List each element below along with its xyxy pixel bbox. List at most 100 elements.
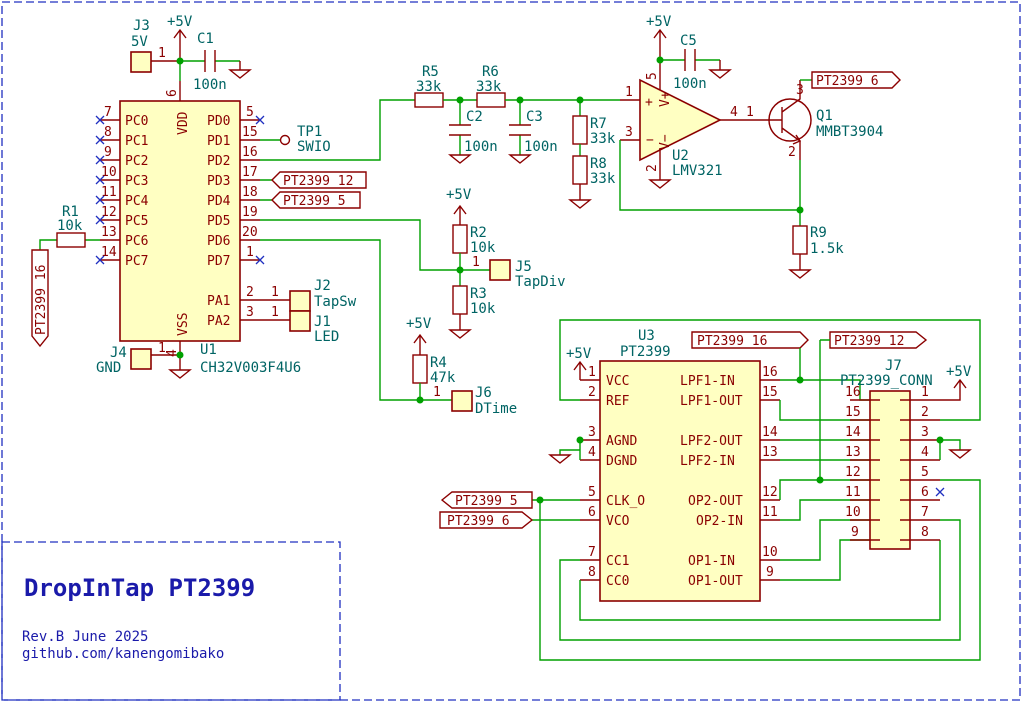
svg-text:REF: REF bbox=[606, 394, 630, 409]
svg-text:VCC: VCC bbox=[606, 374, 629, 389]
svg-text:J3: J3 bbox=[133, 18, 150, 34]
svg-text:+5V: +5V bbox=[446, 187, 472, 203]
u1-num-17: 17 bbox=[242, 165, 258, 180]
u1-pin-pc3: PC3 bbox=[125, 174, 148, 189]
label-pt2399-5-u3: PT2399_5 bbox=[440, 491, 533, 509]
svg-text:12: 12 bbox=[762, 485, 778, 500]
svg-text:1: 1 bbox=[746, 105, 754, 120]
u1-pin-vss: VSS bbox=[176, 313, 191, 336]
svg-text:100n: 100n bbox=[464, 139, 498, 155]
r4-resistor: R4 47k bbox=[412, 354, 456, 386]
r9-resistor: R9 1.5k bbox=[788, 225, 844, 279]
svg-text:GND: GND bbox=[96, 360, 121, 376]
svg-text:10k: 10k bbox=[470, 301, 496, 317]
svg-text:47k: 47k bbox=[430, 370, 456, 386]
svg-text:14: 14 bbox=[845, 425, 861, 440]
svg-text:R6: R6 bbox=[482, 64, 499, 80]
svg-text:1: 1 bbox=[625, 85, 633, 100]
u1-pin-pc6: PC6 bbox=[125, 234, 148, 249]
u1-num-7: 7 bbox=[104, 105, 112, 120]
gnd-j7 bbox=[948, 449, 972, 459]
u1-pin-pd5: PD5 bbox=[207, 214, 230, 229]
svg-text:R1: R1 bbox=[62, 204, 79, 220]
svg-text:10: 10 bbox=[845, 505, 861, 520]
svg-text:CC0: CC0 bbox=[606, 574, 629, 589]
svg-text:33k: 33k bbox=[416, 79, 442, 95]
u1-pin-vdd: VDD bbox=[176, 111, 191, 135]
u1-pin-pc1: PC1 bbox=[125, 134, 148, 149]
q1-transistor: 3 2 1 Q1 MMBT3904 bbox=[746, 80, 883, 160]
u1-pin-pd3: PD3 bbox=[207, 174, 230, 189]
svg-text:C2: C2 bbox=[466, 109, 483, 125]
svg-text:PT2399_12: PT2399_12 bbox=[834, 334, 904, 349]
svg-text:33k: 33k bbox=[590, 171, 616, 187]
power-5v-u1: +5V bbox=[167, 14, 193, 61]
svg-text:1: 1 bbox=[158, 46, 166, 61]
svg-text:16: 16 bbox=[762, 365, 778, 380]
svg-text:6: 6 bbox=[588, 505, 596, 520]
title-block bbox=[1, 541, 341, 701]
u1-num-18: 18 bbox=[242, 185, 258, 200]
j7-connector: 16 15 14 13 12 11 10 9 1 2 3 4 5 6 7 8 J… bbox=[840, 358, 945, 550]
power-5v-u2: +5V bbox=[646, 14, 672, 60]
u1-num-19: 19 bbox=[242, 205, 258, 220]
j3-connector: 1 J3 5V bbox=[130, 18, 180, 73]
u1-pin-pc2: PC2 bbox=[125, 154, 148, 169]
u1-value: CH32V003F4U6 bbox=[200, 360, 301, 376]
u1-num-10: 10 bbox=[101, 165, 117, 180]
svg-text:DTime: DTime bbox=[475, 401, 517, 417]
svg-text:PT2399_5: PT2399_5 bbox=[455, 494, 518, 509]
j5-connector: 1 J5 TapDiv bbox=[472, 255, 566, 290]
svg-text:11: 11 bbox=[762, 505, 778, 520]
svg-text:5V: 5V bbox=[131, 34, 148, 50]
svg-text:J5: J5 bbox=[515, 259, 532, 275]
r6-resistor: R6 33k bbox=[476, 64, 506, 108]
svg-text:LPF2-IN: LPF2-IN bbox=[680, 454, 735, 469]
u1-pin-pc5: PC5 bbox=[125, 214, 148, 229]
r2-resistor: R2 10k bbox=[452, 224, 496, 256]
u1-pin-pa2: PA2 bbox=[207, 314, 230, 329]
svg-text:R2: R2 bbox=[470, 225, 487, 241]
u1-num-5: 5 bbox=[246, 105, 254, 120]
svg-text:9: 9 bbox=[851, 525, 859, 540]
svg-text:13: 13 bbox=[762, 445, 778, 460]
svg-text:J7: J7 bbox=[885, 358, 902, 374]
svg-text:OP1-OUT: OP1-OUT bbox=[688, 574, 743, 589]
svg-text:3: 3 bbox=[921, 425, 929, 440]
svg-text:2: 2 bbox=[921, 405, 929, 420]
label-pt2399-6-q1: PT2399_6 bbox=[811, 71, 901, 89]
svg-text:4: 4 bbox=[588, 445, 596, 460]
j1-connector: 1 J1 LED bbox=[260, 305, 339, 345]
svg-text:+: + bbox=[645, 95, 653, 110]
svg-text:100n: 100n bbox=[193, 77, 227, 93]
svg-text:15: 15 bbox=[762, 385, 778, 400]
svg-text:1: 1 bbox=[271, 305, 279, 320]
svg-text:+5V: +5V bbox=[167, 14, 193, 30]
u1-pin-pd1: PD1 bbox=[207, 134, 230, 149]
c2-capacitor: C2 100n bbox=[448, 100, 498, 164]
svg-text:2: 2 bbox=[645, 164, 660, 172]
svg-text:−: − bbox=[646, 133, 654, 148]
svg-text:5: 5 bbox=[645, 72, 660, 80]
label-pt2399-6-u3: PT2399_6 bbox=[439, 511, 534, 529]
r7-resistor: R7 33k bbox=[572, 115, 616, 147]
svg-text:J1: J1 bbox=[314, 314, 331, 330]
svg-text:11: 11 bbox=[845, 485, 861, 500]
svg-text:5: 5 bbox=[588, 485, 596, 500]
svg-text:SWIO: SWIO bbox=[297, 139, 331, 155]
label-pt2399-12-u3: PT2399_12 bbox=[829, 331, 928, 349]
svg-text:14: 14 bbox=[762, 425, 778, 440]
svg-text:1: 1 bbox=[158, 341, 166, 356]
u1-num-8: 8 bbox=[104, 125, 112, 140]
svg-text:+5V: +5V bbox=[646, 14, 672, 30]
svg-text:6: 6 bbox=[921, 485, 929, 500]
u1-ref: U1 bbox=[200, 342, 217, 358]
svg-text:DGND: DGND bbox=[606, 454, 637, 469]
svg-text:PT2399_16: PT2399_16 bbox=[34, 265, 49, 335]
svg-text:CC1: CC1 bbox=[606, 554, 629, 569]
u1-num-9: 9 bbox=[104, 145, 112, 160]
svg-text:OP2-IN: OP2-IN bbox=[696, 514, 743, 529]
svg-text:TapSw: TapSw bbox=[314, 294, 357, 310]
